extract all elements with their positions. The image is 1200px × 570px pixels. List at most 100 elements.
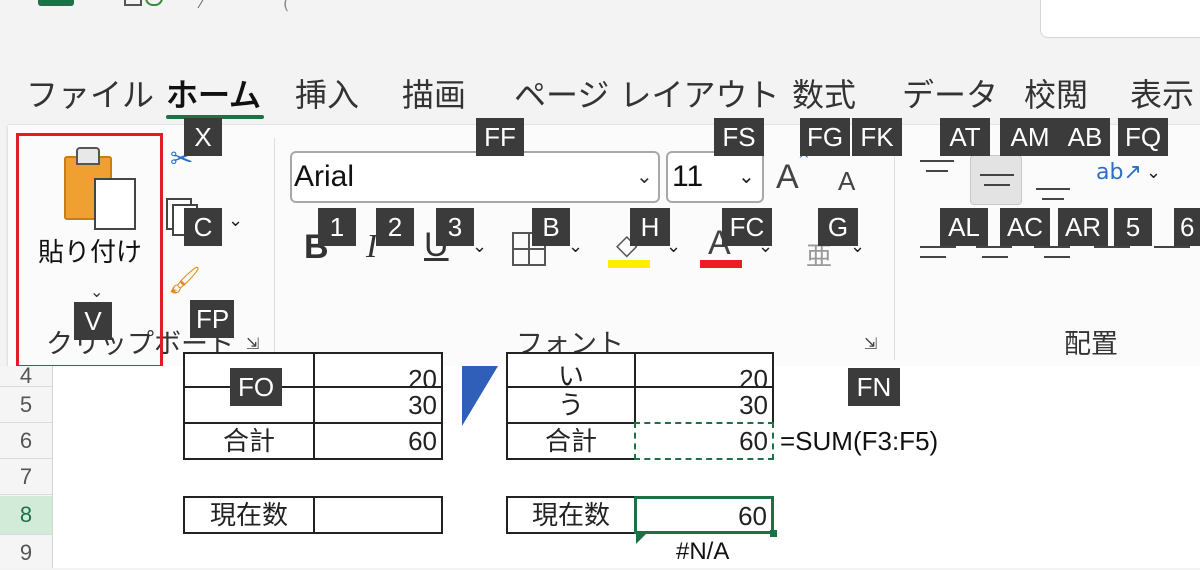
keytip-align-left: AL — [940, 208, 988, 246]
row-divider — [0, 386, 52, 387]
decrease-font-size-button[interactable]: A — [838, 166, 856, 196]
keytip-phonetic: G — [818, 208, 858, 246]
orientation-chevron-icon[interactable]: ⌄ — [1146, 162, 1162, 183]
group-divider — [894, 138, 895, 360]
keytip-font-launcher: FN — [848, 368, 900, 406]
clipboard-dialog-launcher-icon[interactable]: ⇲ — [246, 334, 260, 353]
font-name-value: Arial — [294, 160, 355, 193]
cell[interactable]: う — [506, 386, 636, 424]
cell[interactable]: 現在数 — [183, 496, 315, 534]
keytip-borders: B — [532, 208, 570, 246]
row-divider — [0, 458, 52, 459]
paste-icon[interactable] — [64, 156, 112, 220]
save-icon[interactable] — [124, 0, 142, 6]
keytip-orientation: FQ — [1118, 118, 1168, 156]
keytip-grow-font: FG — [800, 118, 850, 156]
phonetic-guide-icon[interactable]: 亜 — [806, 242, 833, 272]
keytip-bold: 1 — [318, 208, 356, 246]
selected-cell[interactable]: 60 — [634, 496, 774, 534]
formula-annotation: =SUM(F3:F5) — [780, 426, 939, 456]
border-chevron-icon[interactable]: ⌄ — [568, 236, 584, 257]
row-number[interactable]: 7 — [19, 464, 33, 489]
keytip-underline: 3 — [436, 208, 474, 246]
keytip-decrease-indent: 5 — [1114, 208, 1152, 246]
row-number[interactable]: 9 — [19, 540, 33, 565]
row-number[interactable]: 4 — [19, 366, 33, 386]
orientation-icon[interactable]: ab↗ — [1096, 160, 1142, 185]
tab-formulas[interactable]: 数式 — [792, 76, 857, 114]
keytip-font-color: FC — [722, 208, 772, 246]
align-center-icon-line — [982, 256, 1008, 258]
cell[interactable]: 30 — [634, 386, 774, 424]
italic-button[interactable]: I — [366, 228, 378, 265]
fill-color-swatch — [608, 260, 650, 268]
increase-indent-icon[interactable] — [1154, 246, 1190, 248]
shape-decoration — [462, 366, 498, 426]
keytip-increase-indent: 6 — [1174, 208, 1200, 246]
align-right-icon-line — [1044, 256, 1070, 258]
font-size-chevron-icon[interactable]: ⌄ — [738, 164, 755, 188]
active-tab-underline — [166, 115, 264, 119]
tab-file[interactable]: ファイル — [26, 76, 155, 114]
increase-font-size-button[interactable]: A — [776, 158, 799, 196]
cell[interactable]: 合計 — [506, 422, 636, 460]
cell[interactable]: 20 — [313, 352, 443, 388]
align-bottom-icon[interactable] — [1036, 188, 1070, 190]
cell[interactable]: 現在数 — [506, 496, 636, 534]
cell[interactable]: 30 — [313, 386, 443, 424]
copied-cell[interactable]: 60 — [634, 422, 774, 460]
font-dialog-launcher-icon[interactable]: ⇲ — [864, 334, 878, 353]
keytip-copy: C — [184, 208, 222, 246]
tab-review[interactable]: 校閲 — [1024, 76, 1089, 114]
row-divider — [0, 534, 52, 535]
row-divider — [0, 422, 52, 423]
undo-icon[interactable]: ⁄ — [200, 0, 203, 12]
tab-data[interactable]: データ — [902, 76, 999, 114]
align-right-icon[interactable] — [1034, 246, 1070, 248]
cell[interactable]: い — [506, 352, 636, 388]
keytip-format-painter: FP — [190, 300, 234, 338]
row-number[interactable]: 5 — [19, 392, 33, 417]
cell[interactable] — [313, 496, 443, 534]
keytip-cut: X — [184, 118, 222, 156]
keytip-fill-color: H — [630, 208, 670, 246]
row-number-active[interactable]: 8 — [0, 496, 52, 534]
tab-page-layout[interactable]: ページ レイアウト — [514, 76, 780, 114]
redo-icon[interactable]: ( — [283, 0, 290, 13]
keytip-italic: 2 — [376, 208, 414, 246]
decrease-indent-icon[interactable] — [1094, 246, 1130, 248]
align-left-icon[interactable] — [920, 246, 956, 248]
font-name-chevron-icon[interactable]: ⌄ — [636, 164, 653, 188]
paste-dropdown-chevron-icon[interactable]: ⌄ — [90, 282, 104, 301]
tab-insert[interactable]: 挿入 — [295, 76, 360, 114]
align-middle-icon-line — [984, 184, 1010, 186]
copy-dropdown-chevron-icon[interactable]: ⌄ — [228, 210, 244, 231]
fill-handle[interactable] — [770, 530, 777, 537]
underline-chevron-icon[interactable]: ⌄ — [472, 236, 488, 257]
row-number[interactable]: 6 — [19, 428, 33, 453]
excel-logo-icon — [38, 0, 74, 6]
tab-view[interactable]: 表示 — [1130, 76, 1195, 114]
font-color-swatch — [700, 260, 742, 268]
cell[interactable]: 20 — [634, 352, 774, 388]
align-top-icon[interactable] — [920, 160, 954, 162]
cell[interactable]: 合計 — [183, 422, 315, 460]
keytip-align-middle: AM — [1000, 118, 1060, 156]
font-name-combobox[interactable] — [290, 151, 660, 203]
cell[interactable]: 60 — [313, 422, 443, 460]
format-painter-icon[interactable]: 🖌 — [168, 266, 202, 296]
font-size-value: 11 — [672, 160, 704, 193]
tab-home[interactable]: ホーム — [166, 76, 262, 114]
align-middle-button[interactable] — [970, 155, 1022, 205]
group-divider — [274, 138, 275, 360]
keytip-shrink-font: FK — [852, 118, 902, 156]
search-box[interactable] — [1040, 0, 1200, 38]
keytip-align-top: AT — [940, 118, 990, 156]
paste-button-label[interactable]: 貼り付け — [38, 238, 143, 268]
title-bar — [0, 0, 1200, 14]
error-indicator-icon[interactable] — [636, 534, 646, 544]
error-annotation: #N/A — [676, 538, 730, 565]
align-center-icon[interactable] — [976, 246, 1012, 248]
row-divider — [0, 494, 52, 495]
tab-draw[interactable]: 描画 — [402, 76, 467, 114]
